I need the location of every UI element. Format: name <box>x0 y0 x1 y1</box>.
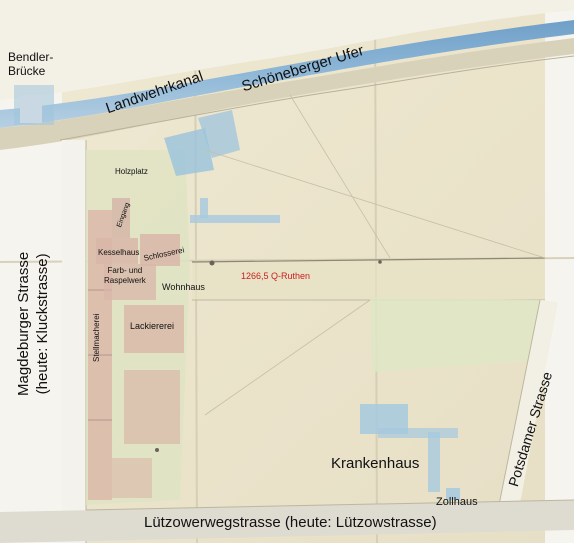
potsdamer-strasse-road <box>498 300 558 514</box>
label-area-q-ruthen: 1266,5 Q-Ruthen <box>241 271 311 281</box>
road-edge <box>85 499 574 511</box>
bendler-bruecke-deck <box>20 95 42 123</box>
right-margin <box>545 0 574 543</box>
survey-mark <box>209 260 215 266</box>
building-farb-raspelwerk <box>104 264 156 300</box>
label-holzplatz: Holzplatz <box>115 167 148 176</box>
road-edge <box>497 299 541 511</box>
building-kesselhaus <box>96 238 138 264</box>
label-magdeburger-strasse: Magdeburger Strasse (heute: Kluckstrasse… <box>15 251 51 396</box>
blue-structure-north <box>164 128 214 176</box>
survey-mark <box>378 260 382 264</box>
survey-mark <box>155 448 159 452</box>
landwehrkanal-water <box>0 20 574 128</box>
building-krankenhaus-3 <box>428 432 440 492</box>
label-farb-raspelwerk: Farb- und Raspelwerk <box>104 266 146 285</box>
building-lackiererei <box>124 305 184 353</box>
luetzowerwegstrasse-road <box>0 500 574 543</box>
survey-line <box>204 299 371 416</box>
blue-structure-north-2 <box>198 110 240 158</box>
label-bendler-bruecke: Bendler- Brücke <box>8 50 54 78</box>
label-wohnhaus: Wohnhaus <box>162 282 205 292</box>
blue-structure-strip <box>190 215 280 223</box>
survey-line <box>204 149 546 259</box>
building-lower <box>124 370 180 444</box>
blue-structure-strip-2 <box>200 198 208 218</box>
building-schlosserei <box>140 234 180 266</box>
magdeburger-strasse-road <box>62 140 86 543</box>
label-zollhaus: Zollhaus <box>436 496 478 508</box>
building-lower-small <box>112 458 152 498</box>
schoeneberger-ufer-edge <box>59 55 574 141</box>
green-plot <box>370 298 545 372</box>
label-stellmacherei: Stellmacherei <box>92 313 101 362</box>
label-kesselhaus: Kesselhaus <box>98 248 140 257</box>
schoeneberger-ufer-road <box>0 38 574 150</box>
canal-bank-north <box>0 0 574 100</box>
label-krankenhaus: Krankenhaus <box>331 455 420 472</box>
parcel-edge <box>191 257 546 263</box>
building-krankenhaus-2 <box>378 428 458 438</box>
survey-line <box>289 94 391 259</box>
building-zollhaus <box>446 488 460 500</box>
parcel-1266 <box>192 258 545 300</box>
label-lackiererei: Lackiererei <box>130 321 175 331</box>
label-luetzowerwegstrasse: Lützowerwegstrasse (heute: Lützowstrasse… <box>144 514 437 531</box>
building-eingang <box>112 198 130 238</box>
